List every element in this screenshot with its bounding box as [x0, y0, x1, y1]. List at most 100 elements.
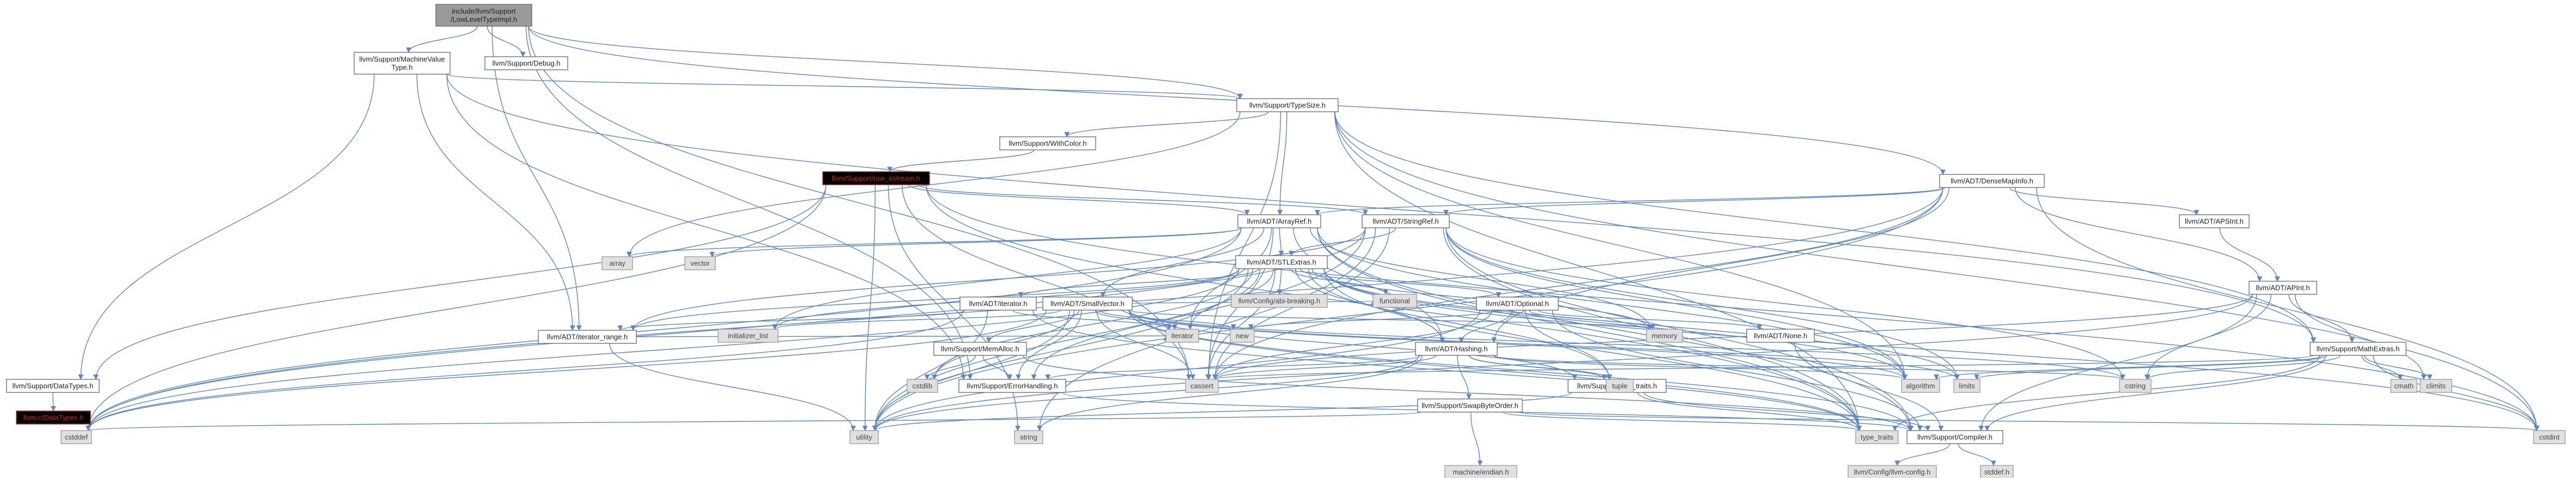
node-label: llvm/ADT/None.h: [1754, 332, 1807, 340]
edge-rawostream-to-arrayref: [908, 184, 1250, 215]
node-stlextras[interactable]: llvm/ADT/STLExtras.h: [1235, 255, 1328, 269]
edge-densemapinfo-to-utility: [872, 187, 1943, 431]
edge-none-to-compiler: [1794, 342, 1944, 431]
node-initlist: initializer_list: [718, 329, 779, 343]
node-box: [1230, 329, 1255, 343]
edge-smallvector-to-cstring: [1128, 310, 2125, 380]
node-typesize[interactable]: llvm/Support/TypeSize.h: [1236, 98, 1339, 112]
edge-stringref-to-algorithm: [1445, 227, 1907, 380]
node-functional: functional: [1372, 294, 1417, 308]
edge-optional-to-compiler: [1552, 310, 1923, 431]
node-cdatatypes[interactable]: llvm-c/DataTypes.h: [16, 410, 91, 425]
edge-smallvector-to-cassert: [1096, 310, 1196, 380]
edge-arrayref-to-stlextras: [1278, 227, 1284, 256]
node-box: [849, 430, 879, 444]
node-memalloc[interactable]: llvm/Support/MemAlloc.h: [933, 342, 1027, 356]
edge-swapbyteorder-to-cstddef: [86, 412, 1421, 431]
node-none[interactable]: llvm/ADT/None.h: [1746, 329, 1815, 343]
edge-root-to-mvt: [406, 26, 478, 53]
node-debug[interactable]: llvm/Support/Debug.h: [484, 56, 568, 70]
edge-stlextras-to-optional: [1299, 268, 1502, 298]
edge-iterator-to-itrange: [617, 310, 966, 331]
node-box: [1231, 294, 1328, 308]
edge-smallvector-to-initlist: [772, 310, 1061, 330]
node-arrayref[interactable]: llvm/ADT/ArrayRef.h: [1237, 214, 1321, 228]
node-label: llvm/Support/MemAlloc.h: [941, 345, 1019, 353]
node-datatypes[interactable]: llvm/Support/DataTypes.h: [6, 379, 100, 393]
node-box: [435, 4, 532, 27]
edge-mathextras-to-cstdint: [2373, 355, 2539, 431]
node-densemapinfo[interactable]: llvm/ADT/DenseMapInfo.h: [1939, 174, 2045, 188]
edge-rawostream-to-cstddef: [86, 184, 827, 431]
edge-hashing-to-cassert: [1212, 355, 1437, 380]
edge-hashing-to-cstring: [1493, 355, 2125, 380]
edge-smallvector-to-utility: [872, 310, 1070, 431]
node-compiler[interactable]: llvm/Support/Compiler.h: [1906, 430, 2003, 444]
node-errorhandling[interactable]: llvm/Support/ErrorHandling.h: [958, 379, 1066, 393]
node-cstring: cstring: [2119, 379, 2152, 393]
node-smallvector[interactable]: llvm/ADT/SmallVector.h: [1042, 297, 1133, 311]
node-label: stddef.h: [1984, 468, 2009, 476]
edge-typesize-to-arrayref: [1277, 111, 1287, 215]
edge-rawostream-to-datatypes: [93, 184, 827, 380]
edge-hashing-to-errorhandling: [1045, 355, 1421, 380]
node-stringref[interactable]: llvm/ADT/StringRef.h: [1362, 214, 1450, 228]
node-label: llvm/ADT/StringRef.h: [1372, 217, 1438, 226]
edge-iterator-to-utility: [872, 310, 988, 431]
node-withcolor[interactable]: llvm/Support/WithColor.h: [999, 136, 1096, 150]
edge-mvt-to-datatypes: [78, 74, 375, 380]
edge-apint-to-mathextras: [2288, 294, 2355, 343]
node-label: llvm/ADT/STLExtras.h: [1247, 258, 1316, 267]
node-box: [1980, 465, 2014, 478]
edge-densemapinfo-to-stringref: [1443, 187, 1946, 215]
node-mathextras[interactable]: llvm/Support/MathExtras.h: [2310, 342, 2407, 356]
edge-rawostream-to-stringref: [918, 184, 1368, 215]
node-swapbyteorder[interactable]: llvm/Support/SwapByteOrder.h: [1417, 398, 1523, 413]
node-label: llvm/Support/raw_ostream.h: [832, 174, 920, 183]
node-box: [602, 256, 633, 270]
node-label: llvm/Config/llvm-config.h: [1854, 468, 1931, 476]
edge-arrayref-to-vector: [709, 227, 1242, 257]
edge-typesize-to-cassert: [1206, 111, 1281, 380]
node-box: [958, 379, 1066, 393]
node-iterator[interactable]: llvm/ADT/iterator.h: [959, 297, 1037, 311]
node-box: [1953, 379, 1980, 393]
node-apsint[interactable]: llvm/ADT/APSInt.h: [2179, 214, 2250, 228]
edge-typesize-to-typetraits: [1334, 111, 1862, 431]
edge-stlextras-to-cstddef: [86, 268, 1240, 431]
node-apint[interactable]: llvm/ADT/APInt.h: [2249, 281, 2317, 295]
edge-arrayref-to-cstddef: [86, 227, 1242, 431]
node-iteratorstd: iterator: [1165, 329, 1199, 343]
node-label: llvm/Support/SwapByteOrder.h: [1421, 402, 1518, 410]
edge-typesize-to-cstdint: [1334, 111, 2539, 431]
node-box: [1417, 398, 1523, 413]
node-cstddef: cstddef: [60, 430, 92, 444]
node-hashing[interactable]: llvm/ADT/Hashing.h: [1415, 342, 1498, 356]
node-label: llvm/ADT/iterator_range.h: [547, 333, 628, 341]
edge-arrayref-to-array: [627, 227, 1242, 257]
edge-optional-to-cassert: [1212, 310, 1493, 380]
edge-typesize-to-algorithm: [1334, 111, 1907, 380]
edge-itrange-to-utility: [609, 343, 856, 431]
node-box: [1362, 214, 1450, 228]
edge-densemapinfo-to-apsint: [2009, 187, 2200, 215]
edge-itrange-to-iteratorstd: [636, 335, 1167, 341]
node-box: [1901, 379, 1940, 393]
node-optional[interactable]: llvm/ADT/Optional.h: [1476, 297, 1559, 311]
node-box: [1372, 294, 1417, 308]
edge-rawostream-to-cstdint: [926, 184, 2539, 431]
node-cstdint: cstdint: [2533, 430, 2566, 444]
node-box: [1185, 379, 1219, 393]
node-memory: memory: [1646, 329, 1683, 343]
node-rawostream[interactable]: llvm/Support/raw_ostream.h: [822, 171, 930, 185]
node-label: llvm/Support/ErrorHandling.h: [967, 382, 1058, 390]
node-label: llvm/ADT/APInt.h: [2256, 284, 2310, 292]
node-box: [933, 342, 1027, 356]
node-root[interactable]: include/llvm/Support/LowLevelTypeImpl.h: [435, 4, 532, 27]
node-box: [1236, 98, 1339, 112]
node-box: [2390, 379, 2417, 393]
node-label: functional: [1380, 297, 1410, 305]
node-itrange[interactable]: llvm/ADT/iterator_range.h: [538, 330, 637, 344]
edge-stlextras-to-limits: [1323, 268, 1960, 380]
